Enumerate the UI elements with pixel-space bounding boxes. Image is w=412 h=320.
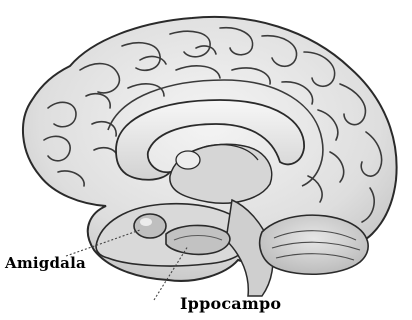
thalamic-nucleus (176, 151, 200, 169)
hippocampus-label: Ippocampo (180, 294, 281, 313)
amygdala-shape (134, 214, 166, 238)
amygdala-highlight (140, 218, 152, 226)
cerebellum (260, 215, 368, 274)
amygdala-label: Amigdala (5, 254, 86, 272)
